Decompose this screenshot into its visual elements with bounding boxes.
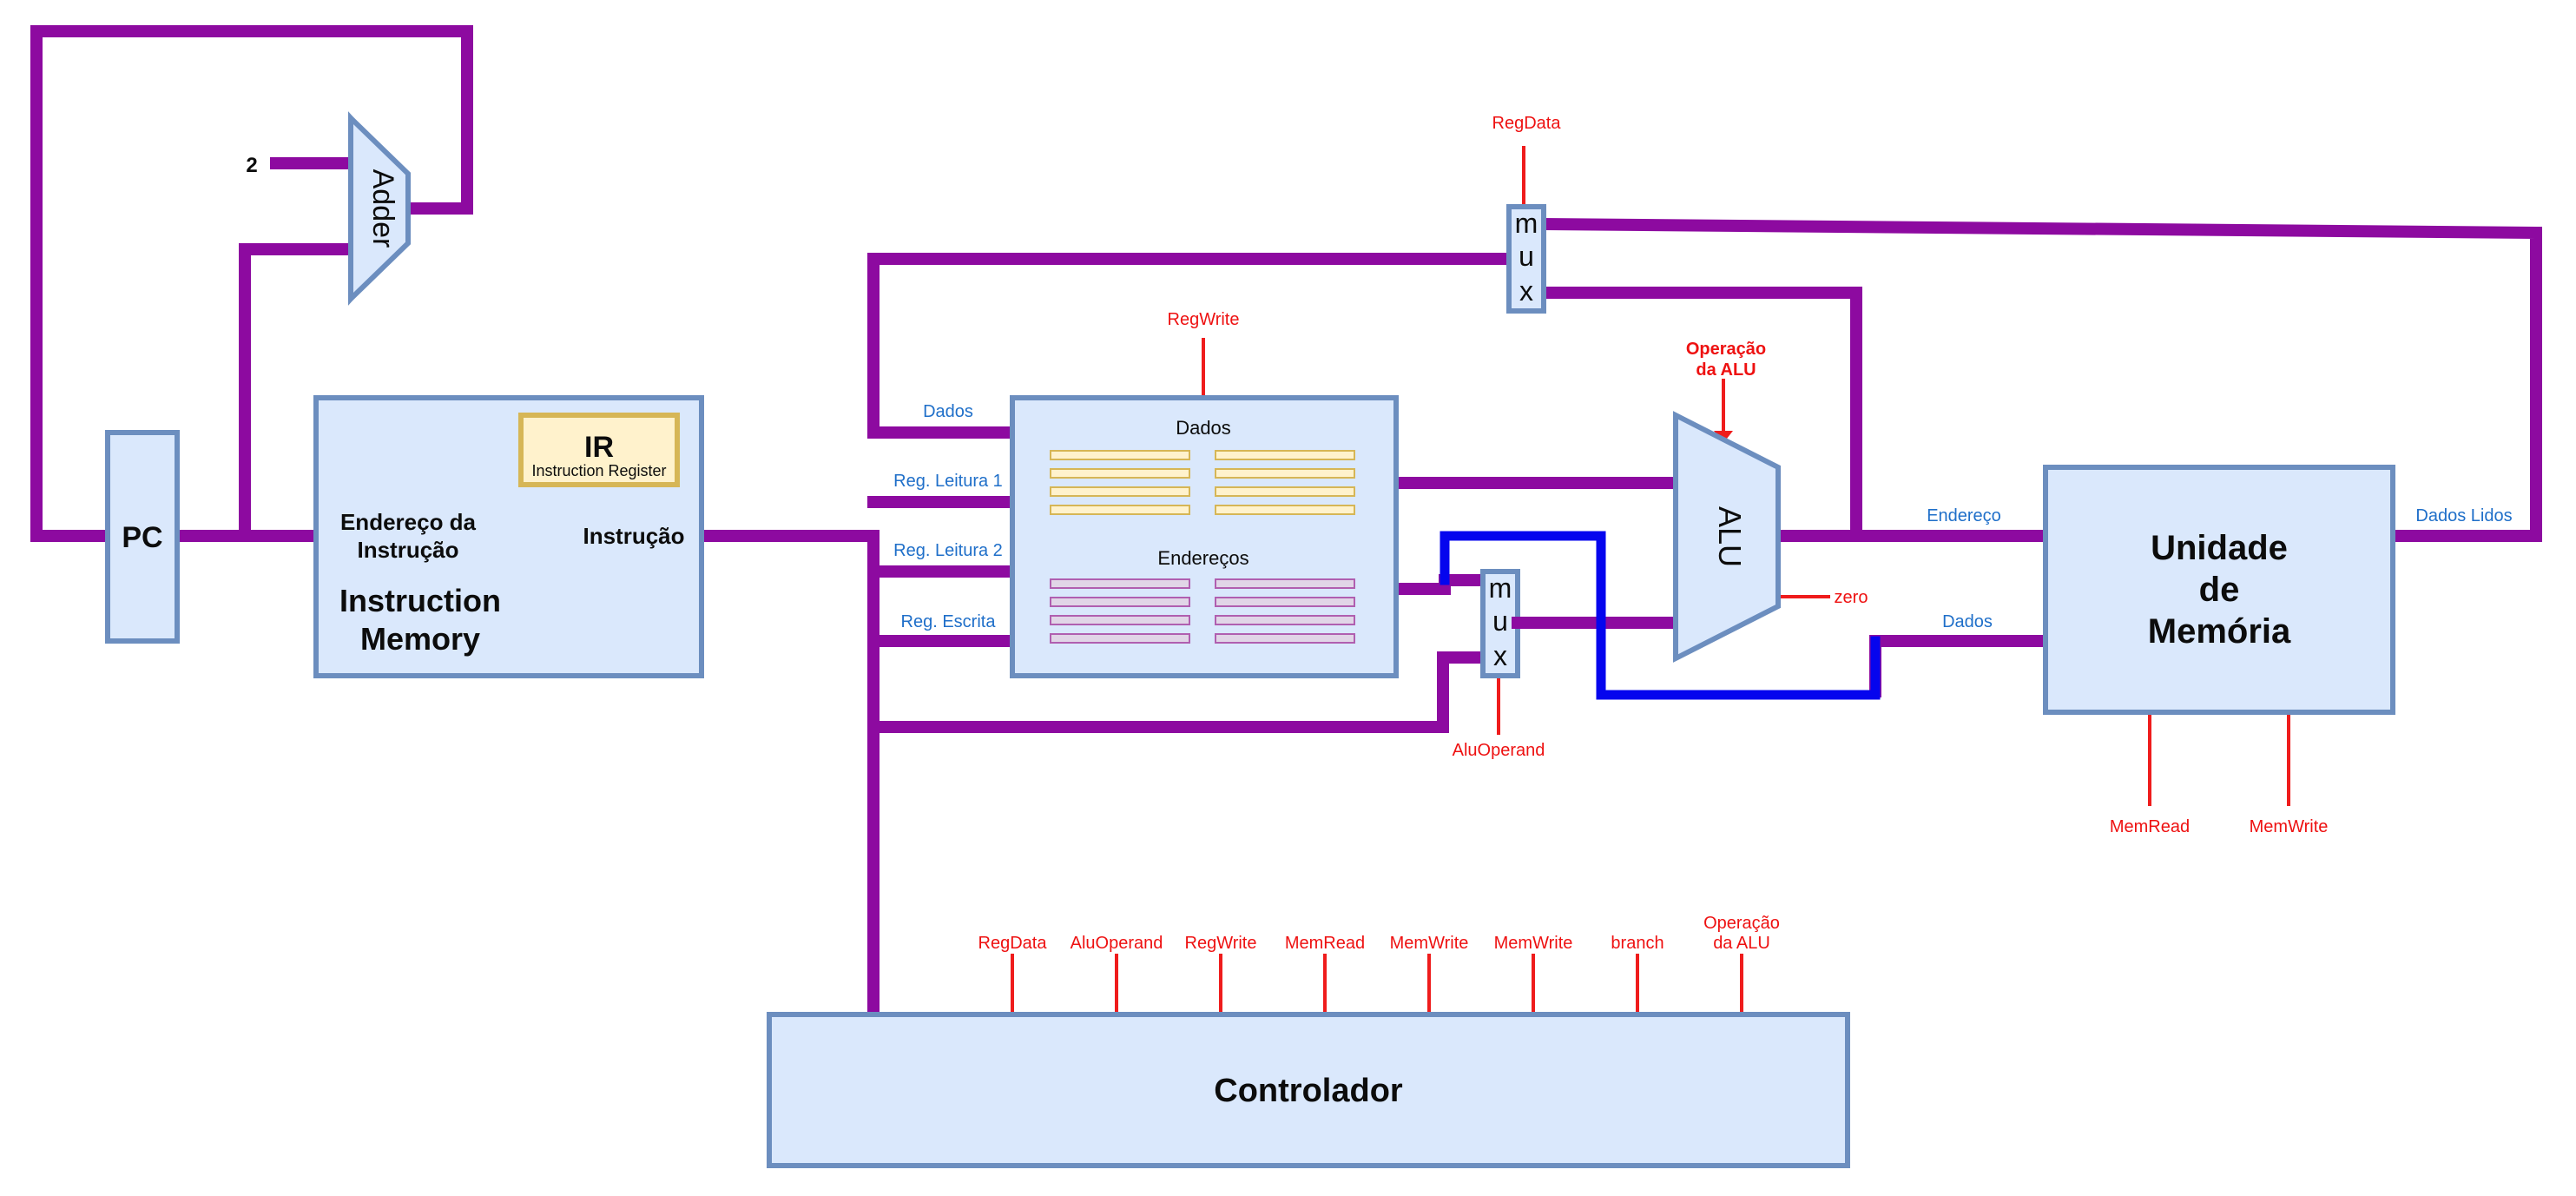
wire-regdata-in: [867, 253, 1515, 439]
mux-alu-letter-u: u: [1492, 605, 1508, 637]
regfile-storage-bars: [1050, 450, 1355, 644]
alu-label: ALU: [1712, 506, 1748, 567]
controller-output-labels: RegData AluOperand RegWrite MemRead MemWrite…: [978, 914, 1780, 953]
mux-regdata-letter-m: m: [1515, 208, 1538, 239]
label-ctl-aluoperand: AluOperand: [1453, 741, 1545, 760]
regfile-data-slot: [1215, 486, 1355, 497]
imem-title-1: Instruction: [339, 583, 501, 618]
label-reg-read1: Reg. Leitura 1: [893, 472, 1003, 491]
memory-unit-block[interactable]: [2043, 465, 2395, 715]
imem-output-label: Instrução: [583, 523, 684, 549]
label-reg-read2: Reg. Leitura 2: [893, 541, 1003, 560]
mux-regdata-letter-u: u: [1519, 241, 1534, 272]
adder-label: Adder: [366, 169, 399, 248]
ir-title: IR: [584, 431, 614, 464]
regfile-address-slot: [1215, 633, 1355, 644]
regfile-data-slot: [1215, 468, 1355, 479]
regfile-address-title: Endereços: [1157, 547, 1248, 569]
controller-output-label: AluOperand: [1071, 934, 1163, 953]
control-signal-labels: RegData RegWrite Operação da ALU AluOper…: [1168, 114, 2329, 836]
pc-label: PC: [122, 521, 162, 554]
regfile-data-title: Dados: [1176, 417, 1231, 439]
controller-output-label: da ALU: [1713, 934, 1770, 953]
regfile-address-slot: [1215, 597, 1355, 607]
regfile-data-slot: [1050, 450, 1190, 460]
controller-output-label: MemWrite: [1494, 934, 1573, 953]
wire-mem-data: [1869, 635, 2052, 697]
memory-title-2: de: [2199, 571, 2240, 609]
controller-block[interactable]: [767, 1012, 1850, 1168]
label-alu-zero: zero: [1835, 588, 1868, 607]
regfile-address-slot: [1050, 578, 1190, 589]
controller-output-label-line1: Operação: [1703, 914, 1780, 933]
port-labels: Dados Reg. Leitura 1 Reg. Leitura 2 Reg.…: [893, 402, 2512, 631]
regfile-address-slot: [1050, 597, 1190, 607]
controller-output-lines: [1011, 954, 1743, 1014]
controller-output-label: RegWrite: [1185, 934, 1257, 953]
label-mem-read-data: Dados Lidos: [2415, 506, 2512, 525]
memory-title-3: Memória: [2148, 612, 2291, 651]
mux-regdata-letter-x: x: [1519, 275, 1533, 307]
label-ctl-memread: MemRead: [2110, 817, 2190, 836]
alu-block[interactable]: [1673, 411, 1781, 663]
wire-pc-loop: [30, 25, 473, 542]
controller-output-label: MemWrite: [1390, 934, 1469, 953]
regfile-address-slot: [1215, 578, 1355, 589]
wire-mem-read-data: [1537, 217, 2542, 542]
adder-shape: [348, 111, 411, 306]
mux-alu-letter-m: m: [1489, 572, 1512, 604]
wire-read-data2: [1390, 574, 1489, 595]
regfile-address-slot: [1050, 633, 1190, 644]
controller-label: Controlador: [1214, 1073, 1403, 1109]
pc-block[interactable]: [105, 430, 180, 644]
controller-output-label: MemRead: [1285, 934, 1365, 953]
register-file-block[interactable]: [1010, 395, 1399, 678]
mux-alu-letter-x: x: [1493, 640, 1507, 671]
label-reg-write-addr: Reg. Escrita: [901, 612, 997, 631]
label-reg-data-in: Dados: [923, 402, 973, 421]
label-ctl-alu-op-1: Operação: [1686, 340, 1766, 359]
regfile-data-slot: [1050, 468, 1190, 479]
wire-alu-to-mux: [1538, 287, 1862, 542]
label-mem-address: Endereço: [1927, 506, 2001, 525]
regfile-data-slot: [1050, 505, 1190, 515]
imem-address-label-1: Endereço da: [340, 509, 477, 535]
regfile-address-slot: [1050, 615, 1190, 625]
mux-regdata-block[interactable]: [1506, 204, 1546, 314]
label-ctl-regdata: RegData: [1492, 114, 1562, 133]
regfile-data-slot: [1215, 450, 1355, 460]
regfile-address-slot: [1215, 615, 1355, 625]
imem-title-2: Memory: [360, 621, 480, 657]
ir-register-block[interactable]: [518, 413, 680, 487]
imem-address-label-2: Instrução: [357, 537, 458, 563]
wire-store-data: [1440, 531, 1881, 700]
label-ctl-alu-op-2: da ALU: [1696, 360, 1756, 380]
label-mem-data: Dados: [1942, 612, 1993, 631]
label-ctl-memwrite: MemWrite: [2250, 817, 2329, 836]
controller-output-label: RegData: [978, 934, 1048, 953]
label-ctl-regwrite: RegWrite: [1168, 310, 1240, 329]
controller-output-label: branch: [1611, 934, 1664, 953]
datapath-wires: [30, 25, 2542, 1021]
wire-immediate: [867, 651, 1489, 733]
regfile-data-slot: [1050, 486, 1190, 497]
ir-subtitle: Instruction Register: [531, 462, 666, 479]
memory-title-1: Unidade: [2151, 529, 2288, 567]
wire-pc-to-adder: [239, 243, 357, 542]
regfile-data-slot: [1215, 505, 1355, 515]
adder-constant: 2: [246, 154, 257, 177]
control-lines: [1202, 146, 2290, 806]
